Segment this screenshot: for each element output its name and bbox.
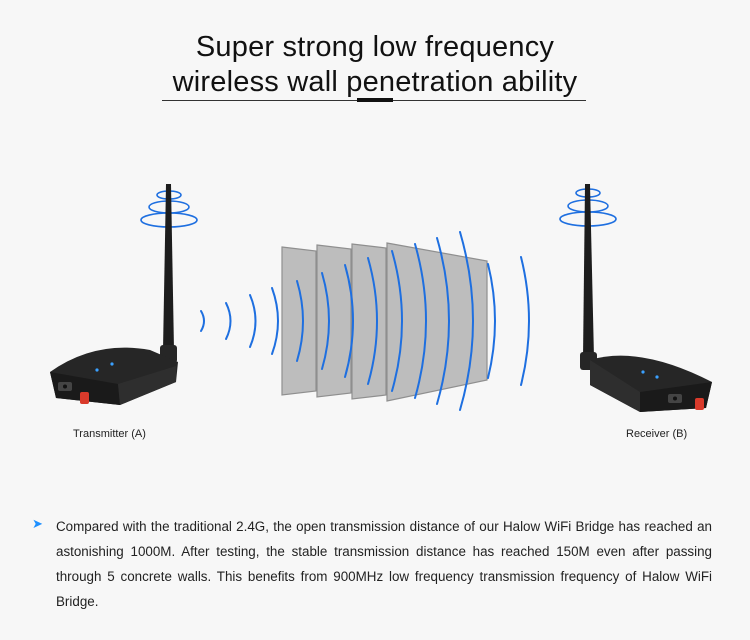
signal-wave <box>487 263 496 379</box>
signal-wave <box>200 310 205 332</box>
transmitter-antenna-icon <box>160 184 177 363</box>
title-line-2: wireless wall penetration ability <box>172 66 578 98</box>
description-text: Compared with the traditional 2.4G, the … <box>56 519 712 609</box>
receiver-label: Receiver (B) <box>626 428 688 440</box>
signal-wave <box>271 287 279 355</box>
receiver-device <box>559 184 712 412</box>
wall-panel <box>386 242 488 402</box>
arrow-bullet-icon: ➤ <box>32 516 43 531</box>
signal-wave <box>520 256 530 386</box>
signal-wave <box>391 250 403 392</box>
page-title: Super strong low frequency wireless wall… <box>0 30 750 100</box>
wall-panel <box>281 246 317 396</box>
signal-wave <box>344 264 354 378</box>
signal-wave <box>321 272 330 370</box>
signal-wave <box>367 257 378 385</box>
transmitter-label: Transmitter (A) <box>73 428 146 440</box>
signal-wave <box>459 231 474 411</box>
signal-wave <box>249 294 257 348</box>
signal-waves-outgoing <box>200 287 279 355</box>
signal-wave <box>225 302 232 340</box>
description-block: ➤ Compared with the traditional 2.4G, th… <box>32 514 712 614</box>
signal-wave <box>296 280 304 362</box>
signal-wave <box>436 237 450 405</box>
wall-panel <box>351 243 387 400</box>
transmitter-body-icon <box>50 347 178 405</box>
transmitter-device <box>50 184 198 405</box>
concrete-walls <box>281 242 488 402</box>
receiver-body-icon <box>590 355 712 412</box>
signal-waves-penetrating <box>296 231 530 411</box>
transmission-illustration <box>50 184 712 412</box>
title-accent-bar <box>357 98 393 102</box>
signal-wave <box>414 243 427 399</box>
title-line-1: Super strong low frequency <box>195 31 555 63</box>
